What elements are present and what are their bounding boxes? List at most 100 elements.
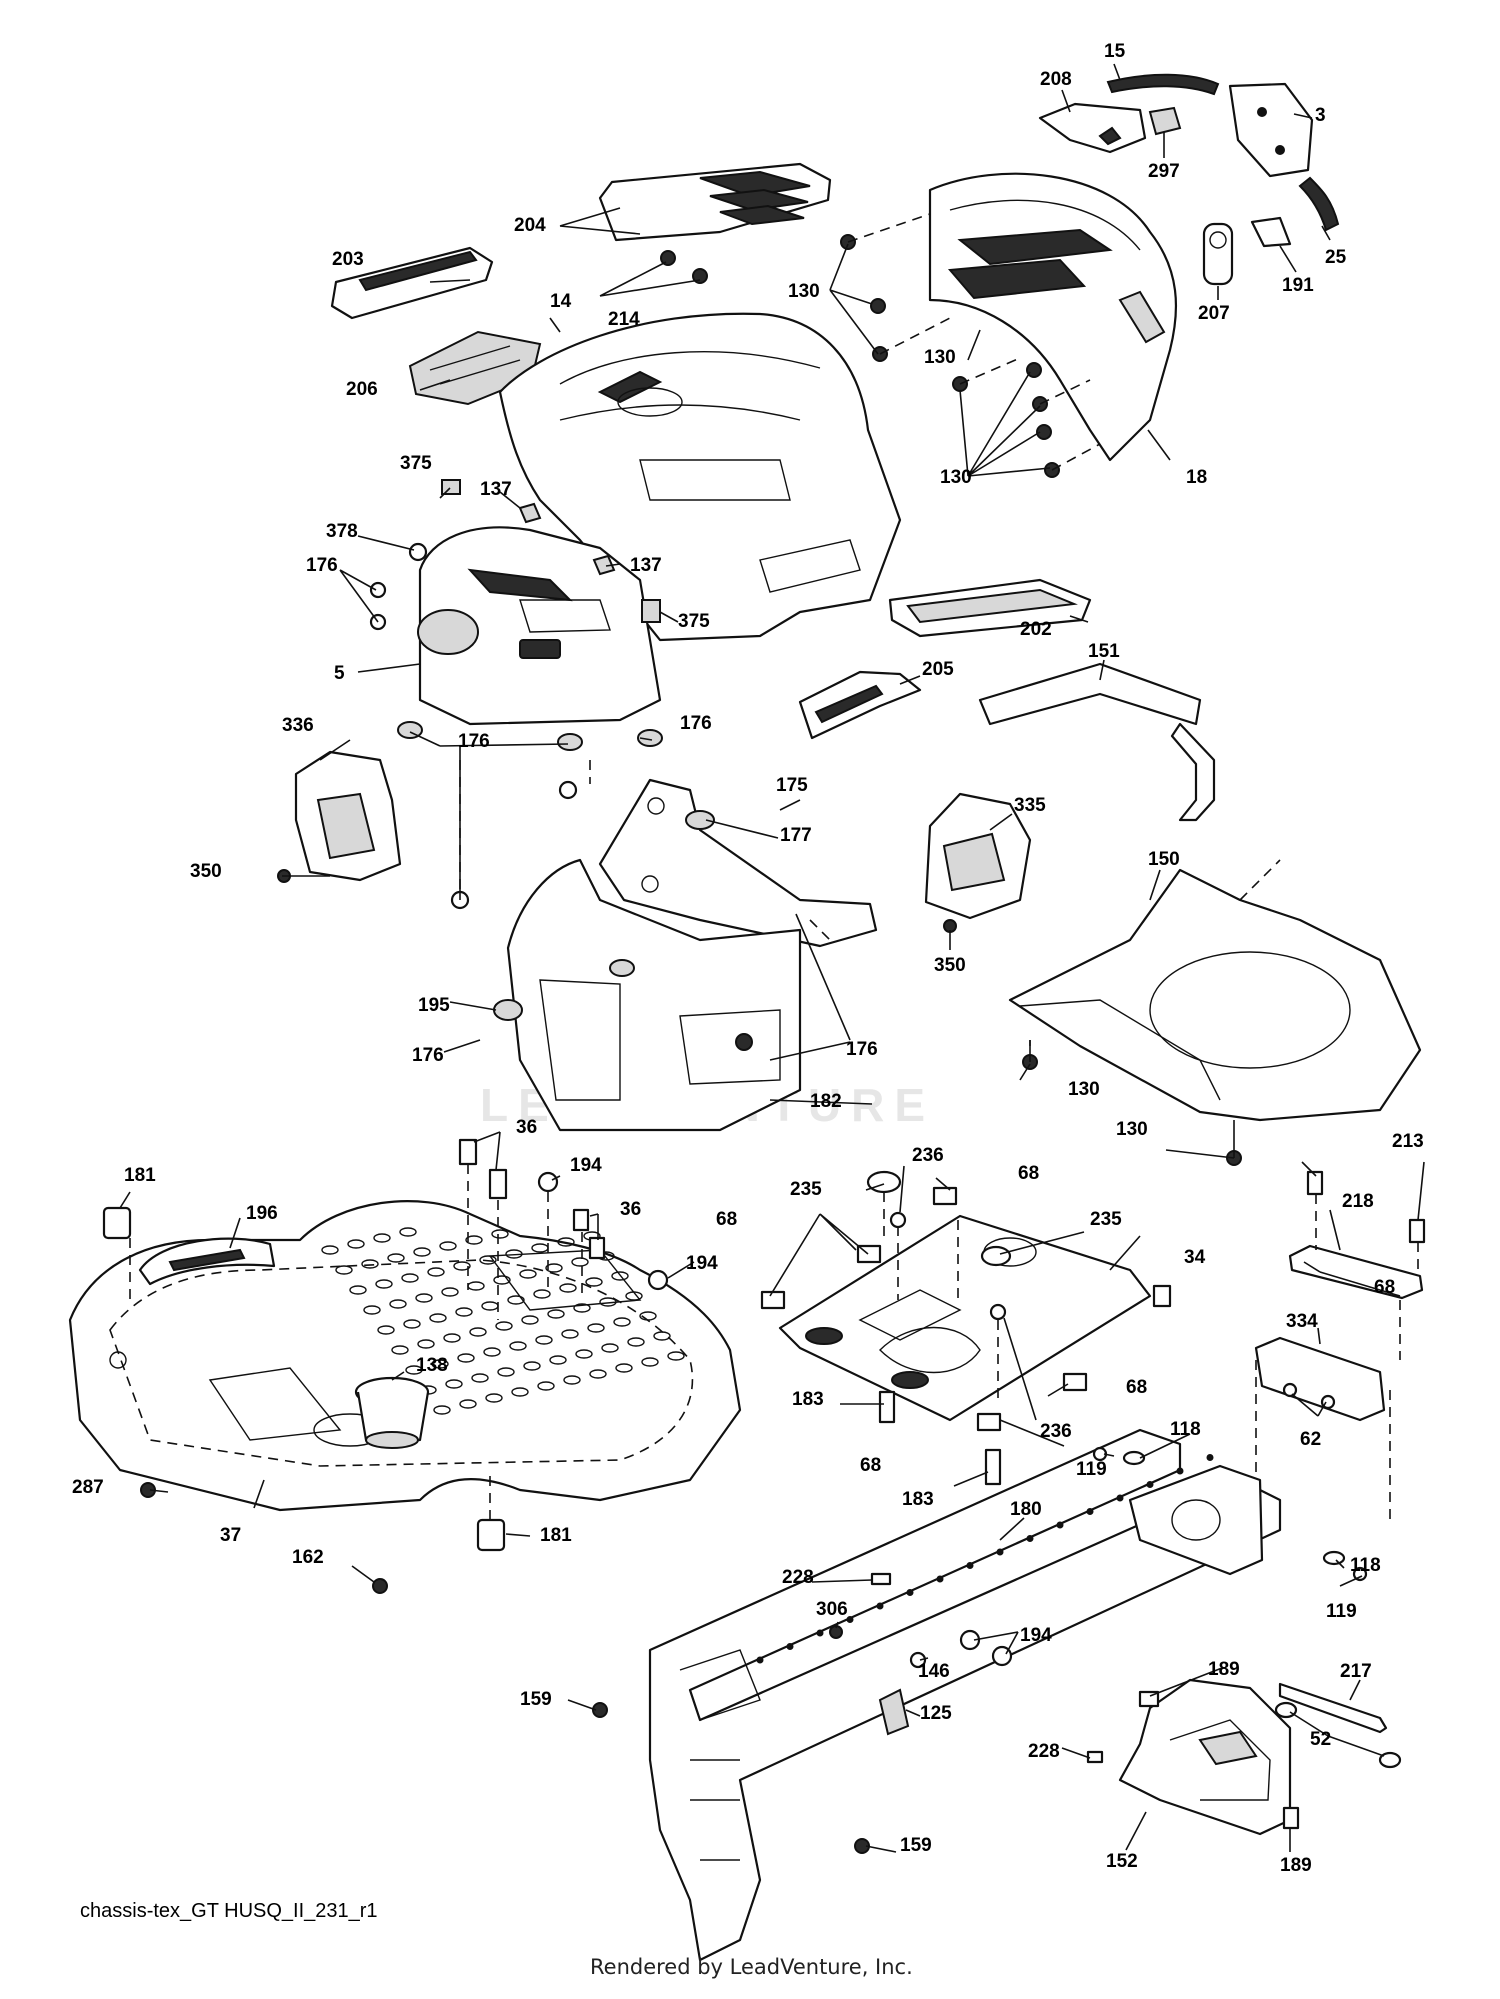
callout-176-d: 176 [412, 1045, 444, 1066]
vent-slot [547, 1309, 565, 1319]
part-3-side-panel [1228, 82, 1314, 178]
callout-152: 152 [1106, 1851, 1138, 1872]
callout-194-b: 194 [686, 1253, 718, 1274]
callout-130-b: 130 [924, 347, 956, 368]
part-62-bolts [1282, 1382, 1336, 1410]
callout-334: 334 [1286, 1311, 1318, 1332]
part-191-bracket [1250, 216, 1292, 248]
callout-306: 306 [816, 1599, 848, 1620]
vent-slot [495, 1321, 513, 1331]
callout-119-b: 119 [1326, 1601, 1357, 1622]
vent-slot [391, 1345, 409, 1355]
vent-slot [599, 1297, 617, 1307]
vent-slot [429, 1313, 447, 1323]
callout-130-a: 130 [788, 281, 820, 302]
vent-slot [403, 1319, 421, 1329]
vent-slot [321, 1245, 339, 1255]
callout-236-b: 236 [1040, 1421, 1072, 1442]
vent-slot [561, 1329, 579, 1339]
callout-206: 206 [346, 379, 378, 400]
callout-228-a: 228 [782, 1567, 814, 1588]
vent-slot [459, 1399, 477, 1409]
part-204-hood-top [598, 162, 832, 242]
callout-125: 125 [920, 1703, 952, 1724]
vent-slot [405, 1365, 423, 1375]
part-150-pan [1008, 868, 1422, 1122]
vent-slot [615, 1363, 633, 1373]
part-151-bracket [978, 662, 1216, 822]
vent-slot [413, 1247, 431, 1257]
vent-slot [347, 1239, 365, 1249]
part-177-grommet [685, 810, 715, 830]
part-36-bolts [458, 1138, 606, 1260]
vent-slot [375, 1279, 393, 1289]
part-125-bracket [878, 1688, 910, 1736]
callout-194-c: 194 [1020, 1625, 1052, 1646]
vent-slot [431, 1359, 449, 1369]
part-146-rivet [909, 1651, 927, 1669]
part-152-bracket [1118, 1678, 1292, 1836]
callout-189-b: 189 [1280, 1855, 1312, 1876]
callout-236-a: 236 [912, 1145, 944, 1166]
part-336-side-panel [294, 750, 402, 882]
callout-336: 336 [282, 715, 314, 736]
vent-slot [491, 1229, 509, 1239]
callout-25: 25 [1325, 247, 1347, 268]
callout-214: 214 [608, 309, 640, 330]
part-218-bracket [1288, 1244, 1424, 1300]
vent-slot [399, 1227, 417, 1237]
vent-slot [627, 1337, 645, 1347]
frame-hole [996, 1548, 1004, 1556]
part-175-bracket [598, 778, 878, 948]
vent-slot [533, 1289, 551, 1299]
callout-52: 52 [1310, 1729, 1332, 1750]
render-credit: Rendered by LeadVenture, Inc. [590, 1955, 913, 1979]
part-350-screws [277, 869, 957, 933]
callout-335: 335 [1014, 795, 1046, 816]
vent-slot [387, 1253, 405, 1263]
vent-slot [641, 1357, 659, 1367]
vent-slot [363, 1305, 381, 1315]
part-frame-holes [756, 1454, 1214, 1664]
diagram-id-label: chassis-tex_GT HUSQ_II_231_r1 [80, 1900, 378, 1922]
vent-slot [455, 1307, 473, 1317]
frame-hole [966, 1562, 974, 1569]
callout-208: 208 [1040, 69, 1072, 90]
callout-130-d: 130 [1068, 1079, 1100, 1100]
callout-183-b: 183 [902, 1489, 934, 1510]
vent-slot [613, 1317, 631, 1327]
callout-159-b: 159 [900, 1835, 932, 1856]
callout-213: 213 [1392, 1131, 1424, 1152]
callout-37: 37 [220, 1525, 242, 1546]
callout-218: 218 [1342, 1191, 1374, 1212]
part-162-screw [372, 1578, 388, 1594]
callout-68-b: 68 [716, 1209, 738, 1230]
frame-hole [1086, 1508, 1094, 1515]
part-334-bracket [1254, 1336, 1386, 1422]
frame-hole [756, 1656, 764, 1664]
callout-62: 62 [1300, 1429, 1322, 1450]
vent-slot [587, 1323, 605, 1333]
callout-68-c: 68 [1374, 1277, 1396, 1298]
vent-slot [361, 1259, 379, 1269]
vent-slot [557, 1237, 575, 1247]
callout-191: 191 [1282, 275, 1314, 296]
callout-205: 205 [922, 659, 954, 680]
callout-375-b: 375 [678, 611, 710, 632]
part-297-clip [1148, 106, 1182, 136]
vent-slot [625, 1291, 643, 1301]
vent-slot [667, 1351, 685, 1361]
vent-slot [537, 1381, 555, 1391]
frame-hole [816, 1629, 824, 1637]
vent-slot [469, 1327, 487, 1337]
vent-slot [441, 1287, 459, 1297]
callout-235-b: 235 [1090, 1209, 1122, 1230]
callout-235-a: 235 [790, 1179, 822, 1200]
part-5-dash-panel [417, 526, 662, 726]
vent-slot [483, 1347, 501, 1357]
callout-5: 5 [334, 663, 345, 684]
callout-162: 162 [292, 1547, 324, 1568]
leader-lines-lower [119, 1131, 1425, 1853]
callout-177: 177 [780, 825, 812, 846]
